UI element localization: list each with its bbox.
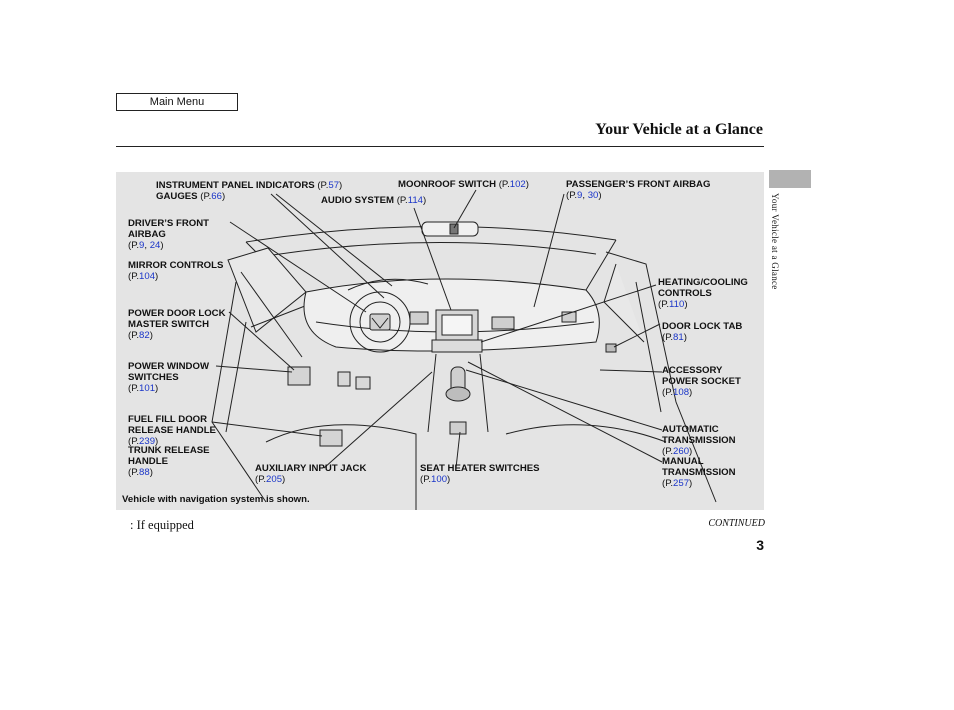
page-link[interactable]: 108 (673, 387, 690, 398)
label-auxiliary-input: AUXILIARY INPUT JACK(P.205) (255, 463, 367, 485)
label-audio-system: AUDIO SYSTEM (P.114) (321, 195, 427, 206)
page-link[interactable]: 30 (587, 190, 599, 201)
label-moonroof-switch: MOONROOF SWITCH (P.102) (398, 179, 529, 190)
footnote-if-equipped: : If equipped (130, 518, 194, 532)
page-number: 3 (756, 537, 764, 553)
label-driver-airbag: DRIVER’S FRONT AIRBAG(P.9, 24) (128, 218, 210, 251)
section-tab (769, 170, 811, 188)
label-automatic-transmission: AUTOMATIC TRANSMISSION(P.260) (662, 424, 736, 457)
page-link[interactable]: 24 (149, 240, 161, 251)
section-tab-label: Your Vehicle at a Glance (770, 193, 780, 290)
page-link[interactable]: 9 (577, 190, 583, 201)
page-link[interactable]: 239 (139, 436, 156, 447)
page-link[interactable]: 88 (139, 467, 150, 478)
label-passenger-airbag: PASSENGER’S FRONT AIRBAG(P.9, 30) (566, 179, 711, 201)
vehicle-diagram-panel: INSTRUMENT PANEL INDICATORS (P.57) GAUGE… (116, 172, 764, 510)
label-fuel-fill-door: FUEL FILL DOOR RELEASE HANDLE(P.239) (128, 414, 216, 447)
page-link[interactable]: 66 (211, 191, 222, 202)
page-link[interactable]: 102 (509, 179, 526, 190)
page-title: Your Vehicle at a Glance (595, 121, 763, 138)
label-trunk-release: TRUNK RELEASE HANDLE(P.88) (128, 445, 210, 478)
label-mirror-controls: MIRROR CONTROLS(P.104) (128, 260, 224, 282)
car-interior-illustration (211, 189, 717, 510)
label-instrument-panel-indicators: INSTRUMENT PANEL INDICATORS (P.57) (156, 180, 343, 191)
label-power-door-lock: POWER DOOR LOCK MASTER SWITCH(P.82) (128, 308, 226, 341)
page-link[interactable]: 104 (139, 271, 156, 282)
label-gauges: GAUGES (P.66) (156, 191, 226, 202)
label-manual-transmission: MANUAL TRANSMISSION(P.257) (662, 456, 736, 489)
title-divider (116, 146, 764, 147)
label-seat-heater: SEAT HEATER SWITCHES(P.100) (420, 463, 540, 485)
page-link[interactable]: 110 (669, 299, 685, 310)
page-link[interactable]: 82 (139, 330, 150, 341)
page-link[interactable]: 100 (431, 474, 448, 485)
page-link[interactable]: 9 (139, 240, 145, 251)
label-accessory-socket: ACCESSORY POWER SOCKET(P.108) (662, 365, 741, 398)
continued-label: CONTINUED (708, 518, 765, 529)
label-power-window: POWER WINDOW SWITCHES(P.101) (128, 361, 210, 394)
page-link[interactable]: 81 (673, 332, 684, 343)
page-link[interactable]: 205 (266, 474, 283, 485)
page-link[interactable]: 260 (673, 446, 690, 457)
main-menu-button[interactable]: Main Menu (116, 93, 238, 111)
diagram-note: Vehicle with navigation system is shown. (122, 494, 310, 505)
label-heating-cooling: HEATING/COOLING CONTROLS(P.110) (658, 277, 748, 310)
page-link[interactable]: 57 (328, 180, 340, 191)
page-link[interactable]: 257 (673, 478, 690, 489)
label-door-lock-tab: DOOR LOCK TAB(P.81) (662, 321, 743, 343)
page-link[interactable]: 114 (407, 195, 424, 206)
page-link[interactable]: 101 (139, 383, 156, 394)
